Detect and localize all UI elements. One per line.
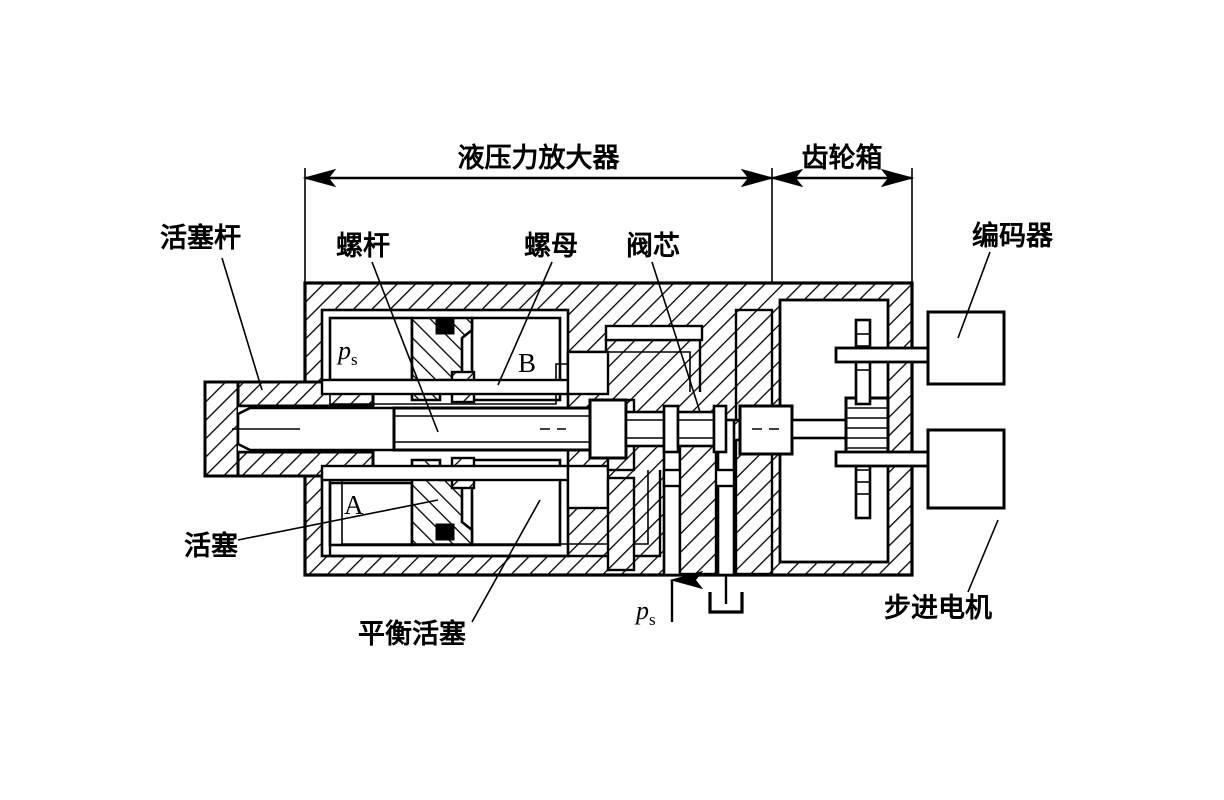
encoder-box — [926, 310, 1006, 386]
seal-block-top — [435, 317, 455, 335]
stepper-motor-box — [926, 428, 1006, 510]
tank-symbol — [708, 592, 744, 614]
bottom-ports — [669, 570, 744, 622]
callout-leaders — [221, 251, 999, 623]
gearbox-assembly — [834, 310, 1006, 520]
shaft-assembly — [232, 398, 848, 460]
dimension-lines — [302, 168, 915, 300]
seal-block-bottom — [435, 523, 455, 541]
